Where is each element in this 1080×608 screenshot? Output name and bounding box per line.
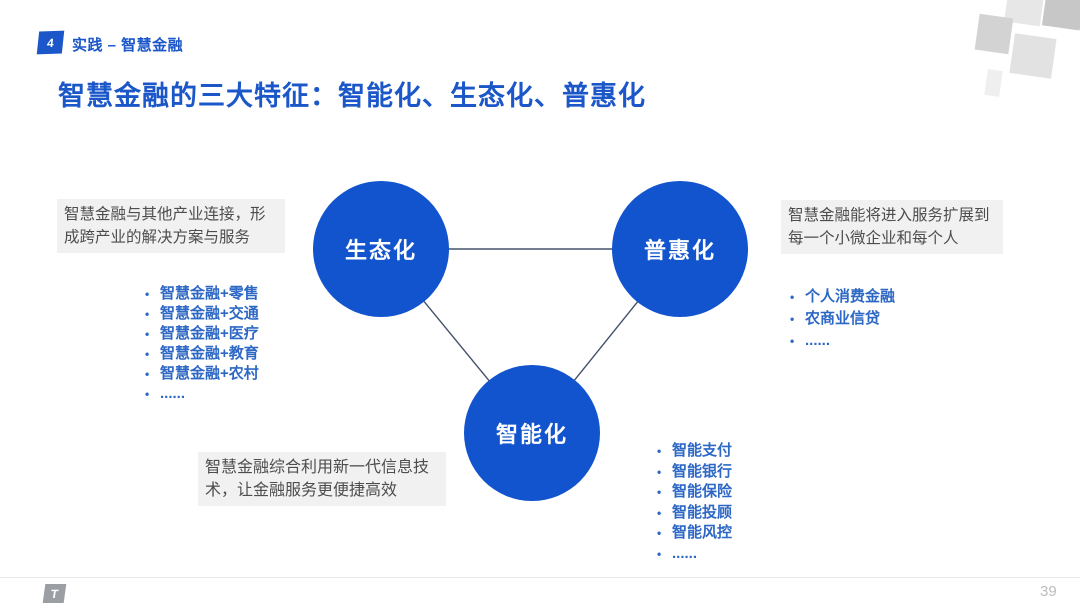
node-inclusive-label: 普惠化 — [643, 238, 716, 263]
footer-divider — [0, 577, 1080, 578]
node-ecology-label: 生态化 — [344, 238, 417, 263]
list-item: • 智慧金融+教育 — [145, 344, 259, 364]
bullet-dot: • — [790, 290, 795, 304]
list-item-label: 智能投顾 — [672, 503, 733, 521]
section-title: 实践 – 智慧金融 — [72, 37, 184, 54]
list-item: • 智慧金融+交通 — [145, 304, 259, 324]
list-item-label: 个人消费金融 — [805, 288, 896, 305]
list-item-label: 智慧金融+农村 — [160, 365, 259, 382]
list-item-label: 智慧金融+零售 — [160, 285, 259, 302]
footer-logo-letter: T — [49, 586, 60, 601]
bullet-dot: • — [145, 347, 150, 361]
inclusive-bullet-list: • 个人消费金融 • 农商业信贷 •...... — [790, 286, 895, 352]
list-item: • 智能保险 — [657, 482, 732, 503]
bullet-dot: • — [145, 287, 150, 301]
note-ecology: 智慧金融与其他产业连接，形成跨产业的解决方案与服务 — [57, 199, 285, 253]
bullet-dot: • — [145, 307, 150, 321]
list-item: • 智慧金融+农村 — [145, 364, 259, 384]
bullet-dot: • — [145, 367, 150, 381]
list-item-label: ...... — [672, 544, 698, 562]
list-item-label: ...... — [160, 385, 186, 402]
bullet-dot: • — [657, 526, 662, 540]
bullet-dot: • — [145, 387, 150, 401]
note-intelligent: 智慧金融综合利用新一代信息技术，让金融服务更便捷高效 — [198, 452, 446, 506]
list-item: • 智能投顾 — [657, 503, 732, 524]
bullet-dot: • — [657, 546, 662, 561]
list-item: •...... — [145, 384, 259, 404]
page-number: 39 — [1040, 583, 1057, 600]
list-item-label: 智能银行 — [672, 462, 733, 480]
bullet-dot: • — [657, 505, 662, 520]
bullet-dot: • — [657, 444, 662, 458]
intelligent-bullet-list: • 智能支付 • 智能银行 • 智能保险 • 智能投顾 • 智能风控 •...... — [657, 441, 732, 564]
ecology-bullet-list: • 智慧金融+零售 • 智慧金融+交通 • 智慧金融+医疗 • 智慧金融+教育 • 智慧金… — [145, 284, 259, 404]
list-item: • 智能银行 — [657, 462, 732, 483]
list-item: • 智能风控 — [657, 523, 732, 544]
bullet-dot: • — [145, 327, 150, 341]
list-item: • 农商业信贷 — [790, 308, 895, 330]
list-item-label: 智能保险 — [672, 483, 733, 500]
note-inclusive: 智慧金融能将进入服务扩展到每一个小微企业和每个人 — [781, 200, 1003, 254]
list-item: • 个人消费金融 — [790, 286, 895, 308]
list-item-label: 智能支付 — [672, 442, 733, 459]
node-inclusive: 普惠化 — [612, 181, 748, 317]
list-item: • 智慧金融+医疗 — [145, 324, 259, 344]
list-item-label: 智能风控 — [672, 524, 733, 541]
list-item: •...... — [790, 330, 895, 352]
bullet-dot: • — [657, 485, 662, 499]
node-intelligent-label: 智能化 — [495, 422, 568, 447]
list-item-label: 农商业信贷 — [805, 310, 881, 327]
list-item-label: ...... — [805, 332, 831, 349]
bullet-dot: • — [790, 312, 795, 326]
footer-logo-icon: T — [42, 584, 67, 603]
list-item-label: 智慧金融+医疗 — [160, 325, 259, 342]
node-intelligent: 智能化 — [464, 365, 600, 501]
bullet-dot: • — [790, 334, 795, 348]
node-ecology: 生态化 — [313, 181, 449, 317]
bullet-dot: • — [657, 464, 662, 479]
list-item: • 智慧金融+零售 — [145, 284, 259, 304]
page-title: 智慧金融的三大特征：智能化、生态化、普惠化 — [58, 81, 646, 111]
list-item: •...... — [657, 544, 732, 565]
list-item: • 智能支付 — [657, 441, 732, 462]
list-item-label: 智慧金融+教育 — [160, 345, 259, 362]
list-item-label: 智慧金融+交通 — [160, 305, 259, 322]
